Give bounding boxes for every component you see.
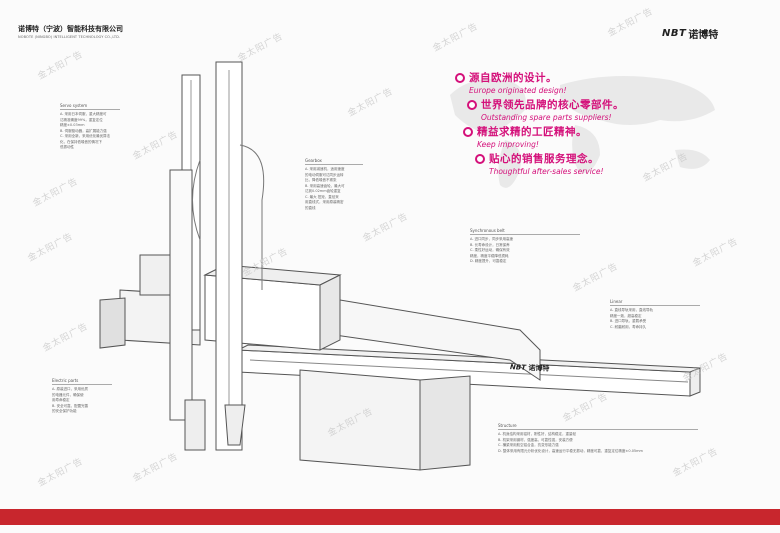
note-electric-parts: Electric parts A. 原装进口，采用优质 的电器元件，确保使 用寿…: [52, 378, 112, 415]
note-title: Structure: [498, 423, 698, 430]
slogan-item: 贴心的销售服务理念。 Thoughtful after-sales servic…: [475, 151, 624, 176]
world-map-illustration: [450, 76, 715, 188]
note-body: A. 进口同步，同步采用高速 B. 长寿命设计，日常保养 C. 柔性好运动，确保…: [470, 237, 514, 263]
note-title: Synchronous belt: [470, 228, 580, 235]
slogan-cn: 世界领先品牌的核心零部件。: [481, 99, 624, 111]
note-body: A. 采用减速机，适用速度 的电动伺服可达同步运转 比，降低噪音不紧张 B. 采…: [305, 167, 345, 210]
slogan-item: 世界领先品牌的核心零部件。 Outstanding spare parts su…: [467, 97, 624, 122]
note-title: Electric parts: [52, 378, 112, 385]
bullet-icon: [463, 127, 473, 137]
note-body: A. 原装进口，采用优质 的电器元件，确保使 用寿命稳定 B. 安全可靠，配置完…: [52, 387, 89, 413]
note-structure: Structure A. 机身结构采用铝材，刚性好，结构稳定，重量轻 B. 机架…: [498, 423, 698, 454]
note-servo-system: Servo system A. 采用日本伺服，重大精度可 达精准确度99%，重复…: [60, 103, 120, 151]
company-header: 诺博特（宁波）智能科技有限公司 NOBOTE (NINGBO) INTELLIG…: [18, 24, 123, 39]
slogan-en: Outstanding spare parts suppliers!: [481, 113, 612, 122]
note-linear: Linear A. 直线导轨采用，直线导轨 精度一致，超高稳定 B. 进口导轨，…: [610, 299, 700, 330]
slogan-cn: 精益求精的工匠精神。: [477, 126, 587, 138]
logo-name-cn: 诺博特: [688, 30, 719, 41]
machine-brand-label: NBT 诺博特: [510, 362, 550, 374]
machine-label-cn: 诺博特: [528, 363, 550, 373]
slogan-cn: 贴心的销售服务理念。: [489, 153, 599, 165]
slogan-list: 源自欧洲的设计。 Europe originated design! 世界领先品…: [455, 70, 624, 178]
note-title: Servo system: [60, 103, 120, 110]
footer-band: [0, 509, 780, 525]
note-body: A. 机身结构采用铝材，刚性好，结构稳定，重量轻 B. 机架采用钢材，强度高，可…: [498, 432, 643, 453]
slogan-en: Europe originated design!: [469, 86, 567, 95]
note-synchronous-belt: Synchronous belt A. 进口同步，同步采用高速 B. 长寿命设计…: [470, 228, 580, 265]
slogan-en: Keep improving!: [477, 140, 539, 149]
logo-mark: NBT: [662, 28, 687, 39]
machine-label-mark: NBT: [509, 363, 527, 372]
bullet-icon: [475, 154, 485, 164]
note-title: Linear: [610, 299, 700, 306]
note-gearbox: Gearbox A. 采用减速机，适用速度 的电动伺服可达同步运转 比，降低噪音…: [305, 158, 363, 211]
bullet-icon: [467, 100, 477, 110]
slogan-item: 精益求精的工匠精神。 Keep improving!: [463, 124, 624, 149]
slogan-cn: 源自欧洲的设计。: [469, 72, 557, 84]
bullet-icon: [455, 73, 465, 83]
company-name-cn: 诺博特（宁波）智能科技有限公司: [18, 25, 123, 33]
slogan-item: 源自欧洲的设计。 Europe originated design!: [455, 70, 624, 95]
note-title: Gearbox: [305, 158, 363, 165]
company-name-en: NOBOTE (NINGBO) INTELLIGENT TECHNOLOGY C…: [18, 35, 121, 39]
note-body: A. 采用日本伺服，重大精度可 达精准确度99%，重复定位 精度±0.03mm …: [60, 112, 111, 149]
slogan-en: Thoughtful after-sales service!: [489, 167, 604, 176]
brand-logo: NBT 诺博特: [662, 26, 718, 41]
note-body: A. 直线导轨采用，直线导轨 精度一致，超高稳定 B. 进口导轨，重载承受 C.…: [610, 308, 654, 329]
